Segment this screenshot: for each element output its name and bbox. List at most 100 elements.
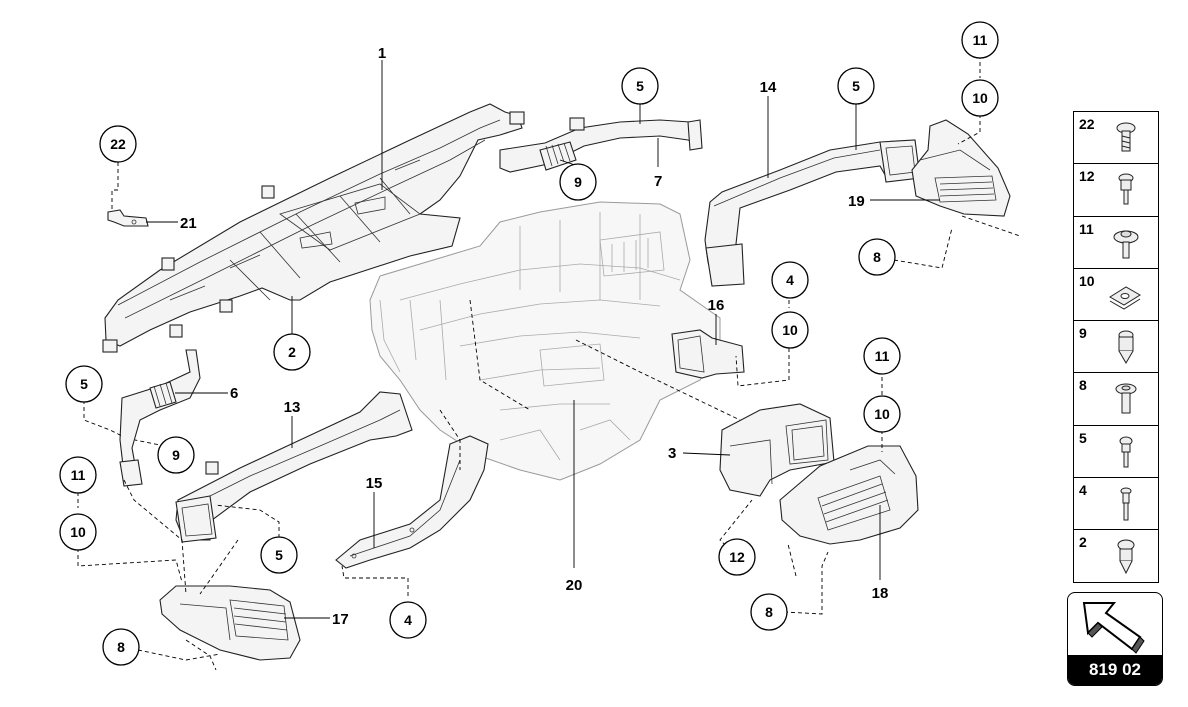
leader-lines xyxy=(77,55,1021,671)
screw-12-icon xyxy=(1118,173,1134,205)
svg-text:5: 5 xyxy=(852,78,860,94)
label-1: 1 xyxy=(378,45,386,62)
callout-2: 2 xyxy=(273,333,311,371)
screw-8-icon xyxy=(1115,383,1137,414)
diagram-code: 819 02 xyxy=(1068,655,1162,685)
legend-number: 11 xyxy=(1079,220,1094,237)
direction-arrow-icon xyxy=(1082,602,1145,654)
callout-8-left: 8 xyxy=(102,628,140,666)
label-3: 3 xyxy=(668,445,676,462)
part-21-small-bracket xyxy=(107,209,149,227)
legend-row: 4 xyxy=(1074,478,1158,531)
legend-row: 9 xyxy=(1074,321,1158,374)
part-16-small-duct xyxy=(671,329,745,379)
callout-5-top-center: 5 xyxy=(621,67,659,105)
callout-11-top-right: 11 xyxy=(961,21,999,59)
callout-10-top-right: 10 xyxy=(961,79,999,117)
svg-text:10: 10 xyxy=(874,406,890,422)
part-3-center-vent xyxy=(719,403,835,497)
legend-row: 11 xyxy=(1074,217,1158,269)
legend-number: 12 xyxy=(1079,168,1095,185)
diagram-code-badge: 819 02 xyxy=(1067,592,1163,686)
callout-12: 12 xyxy=(718,538,756,576)
legend-row: 2 xyxy=(1074,530,1158,581)
callout-8-right-lower: 8 xyxy=(750,593,788,631)
label-6: 6 xyxy=(230,385,238,402)
legend-row: 22 xyxy=(1074,112,1158,165)
svg-text:8: 8 xyxy=(873,249,881,265)
svg-text:2: 2 xyxy=(288,344,296,360)
svg-text:12: 12 xyxy=(729,549,745,565)
svg-text:5: 5 xyxy=(636,78,644,94)
callout-4-lower: 4 xyxy=(389,601,427,639)
svg-text:4: 4 xyxy=(786,272,794,288)
legend-number: 2 xyxy=(1079,534,1087,551)
callout-5-left: 5 xyxy=(65,365,103,403)
part-20-hvac-unit xyxy=(369,201,721,481)
svg-text:10: 10 xyxy=(972,90,988,106)
svg-text:10: 10 xyxy=(70,524,86,540)
callout-9-left: 9 xyxy=(157,436,195,474)
svg-text:11: 11 xyxy=(71,467,86,483)
part-14-long-duct xyxy=(704,139,921,287)
label-17: 17 xyxy=(332,611,349,628)
legend-number: 4 xyxy=(1079,482,1087,499)
clip-nut-10-icon xyxy=(1109,286,1141,310)
callout-9-top: 9 xyxy=(559,163,597,201)
part-15-bracket xyxy=(335,435,489,569)
callout-5-left-lower: 5 xyxy=(260,536,298,574)
svg-text:5: 5 xyxy=(275,547,283,563)
screw-2-icon xyxy=(1117,539,1135,575)
part-1-dash-bracket xyxy=(102,103,525,353)
legend-number: 9 xyxy=(1079,325,1087,342)
svg-text:11: 11 xyxy=(875,348,890,364)
callout-10-left: 10 xyxy=(59,513,97,551)
svg-text:5: 5 xyxy=(80,376,88,392)
part-17-left-lower-vent xyxy=(159,585,301,661)
label-16: 16 xyxy=(708,297,725,314)
part-19-right-upper-vent xyxy=(911,119,1011,217)
callout-22: 22 xyxy=(99,125,137,163)
legend-number: 22 xyxy=(1079,116,1095,132)
legend-number: 8 xyxy=(1079,377,1087,394)
callout-10-right-lower: 10 xyxy=(863,395,901,433)
callout-11-right-lower: 11 xyxy=(863,337,901,375)
label-15: 15 xyxy=(366,475,383,492)
svg-text:11: 11 xyxy=(973,32,988,48)
svg-text:9: 9 xyxy=(172,447,180,463)
screw-22-icon xyxy=(1116,122,1136,152)
label-21: 21 xyxy=(180,215,197,232)
part-18-right-lower-vent xyxy=(779,445,919,545)
label-14: 14 xyxy=(760,79,777,96)
label-13: 13 xyxy=(284,399,301,416)
screw-5-icon xyxy=(1119,436,1133,468)
legend-row: 5 xyxy=(1074,426,1158,479)
svg-text:9: 9 xyxy=(574,174,582,190)
svg-text:8: 8 xyxy=(117,639,125,655)
legend-row: 8 xyxy=(1074,373,1158,426)
svg-text:4: 4 xyxy=(404,612,412,628)
label-18: 18 xyxy=(872,585,889,602)
part-13-lower-duct xyxy=(175,391,413,543)
callout-8-right-upper: 8 xyxy=(858,238,896,276)
callout-5-top-right: 5 xyxy=(837,67,875,105)
screw-4-icon xyxy=(1120,487,1132,521)
svg-text:22: 22 xyxy=(110,136,126,152)
label-7: 7 xyxy=(654,173,662,190)
screw-11-icon xyxy=(1113,230,1139,259)
callout-4-right: 4 xyxy=(771,261,809,299)
label-20: 20 xyxy=(566,577,583,594)
callout-10-right: 10 xyxy=(771,311,809,349)
svg-text:8: 8 xyxy=(765,604,773,620)
legend-number: 5 xyxy=(1079,429,1087,446)
label-19: 19 xyxy=(848,193,865,210)
callout-11-left: 11 xyxy=(59,456,97,494)
legend-number: 10 xyxy=(1079,272,1095,289)
legend-row: 12 xyxy=(1074,164,1158,217)
part-6-left-duct xyxy=(119,349,201,487)
part-7-duct xyxy=(499,117,703,173)
screw-9-icon xyxy=(1118,330,1134,365)
fastener-legend: 22 12 11 10 9 xyxy=(1073,111,1159,583)
svg-text:10: 10 xyxy=(782,322,798,338)
